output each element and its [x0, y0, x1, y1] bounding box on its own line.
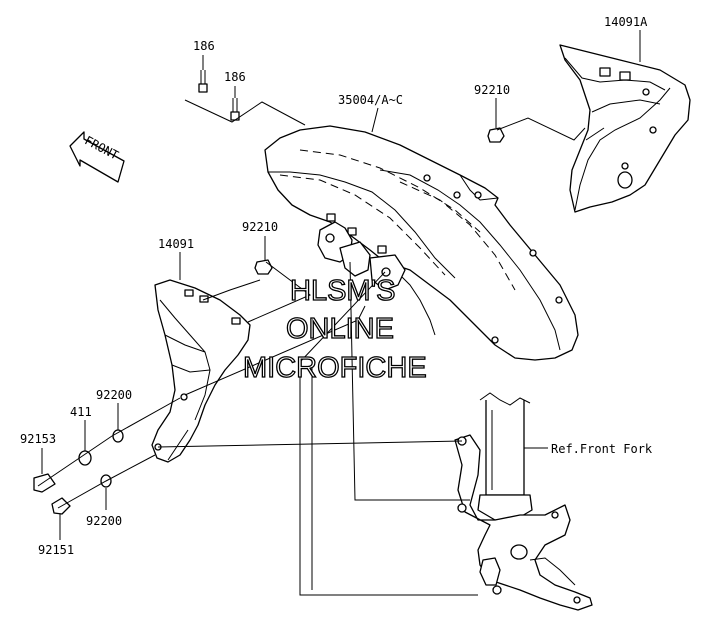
side-cover-right: [559, 44, 691, 213]
nut-right: [487, 127, 505, 143]
label-cover-right: 14091A: [604, 15, 648, 29]
nut-left: [254, 259, 273, 275]
watermark-line1: HLSM'S: [290, 275, 395, 307]
hardware: [33, 70, 505, 515]
label-collar: 411: [70, 405, 92, 419]
label-bolt-lower: 92151: [38, 543, 74, 557]
screw-top-b: [230, 98, 240, 121]
front-fender: [264, 125, 579, 361]
label-washer-upper: 92200: [96, 388, 132, 402]
label-screw-top-a: 186: [193, 39, 215, 53]
screw-top-a: [198, 70, 208, 93]
label-nut-left: 92210: [242, 220, 278, 234]
label-nut-right: 92210: [474, 83, 510, 97]
label-bolt-upper: 92153: [20, 432, 56, 446]
guide-lines: [37, 99, 586, 596]
watermark-line3: MICROFICHE: [243, 352, 427, 384]
watermark-line2: ONLINE: [286, 313, 394, 345]
collar: [78, 450, 92, 466]
washer-upper: [112, 429, 124, 443]
leader-lines: [41, 30, 641, 540]
label-cover-left: 14091: [158, 237, 194, 251]
side-cover-left: [151, 279, 251, 463]
label-screw-top-b: 186: [224, 70, 246, 84]
front-fork: [454, 392, 593, 611]
front-arrow: FRONT: [69, 131, 125, 183]
label-fork-ref: Ref.Front Fork: [551, 442, 653, 456]
watermark: HLSM'S ONLINE MICROFICHE: [242, 274, 427, 384]
label-fender: 35004/A~C: [338, 93, 403, 107]
part-labels: 186 186 35004/A~C 92210 14091A 92210 140…: [20, 15, 653, 557]
label-washer-lower: 92200: [86, 514, 122, 528]
